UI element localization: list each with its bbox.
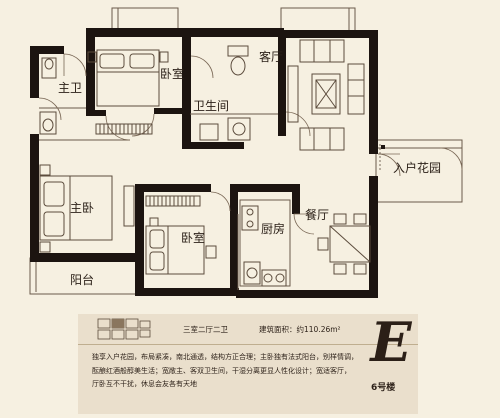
room-label-master-bedroom: 主卧 [70,201,94,215]
master-bath-fixtures-icon [39,57,57,135]
dining-table-icon [317,213,371,275]
description: 独享入户花园，布局紧凑，南北通透，结构方正合理；主卧独有法式阳台，别样情调， 酝… [92,351,362,392]
building-thumbnail-icon [97,318,151,340]
kitchen-fixtures-icon [241,205,287,287]
bathroom-fixtures-icon [199,45,251,141]
info-panel [78,314,418,414]
floor-area: 建筑面积：约110.26m² [259,325,341,334]
bed-top-icon [87,49,169,107]
wardrobe-bottom-icon [145,195,201,207]
living-room-furniture-icon [287,39,365,151]
room-label-bedroom-top: 卧室 [160,66,184,81]
building-number: 6号楼 [371,383,396,393]
walls [30,28,378,298]
room-label-dining-room: 餐厅 [305,207,329,222]
unit-type-letter: E [370,310,412,374]
info-panel-header-row [78,314,418,345]
layout-type: 三室二厅二卫 [183,325,228,334]
room-label-balcony: 阳台 [70,272,94,287]
door-swings [38,53,463,235]
master-bed-icon [39,164,135,253]
description-line: 厅卧互不干扰，休息会友各有天地 [92,380,197,388]
room-label-master-bath: 主卫 [58,81,82,95]
entry-marker [381,145,385,149]
description-line: 酝酿红酒般醇美生活；宽敞主、客双卫生间，干湿分离更显人性化设计；宽适客厅， [92,366,351,375]
room-label-living-room: 客厅 [259,49,283,64]
room-label-bathroom: 卫生间 [193,99,229,113]
room-label-bedroom-bottom: 卧室 [181,230,205,245]
room-label-kitchen: 厨房 [261,221,285,236]
wardrobe-top-icon [95,123,153,135]
room-label-entry-garden: 入户花园 [393,160,441,175]
bed-bottom-icon [145,217,217,275]
description-line: 独享入户花园，布局紧凑，南北通透，结构方正合理；主卧独有法式阳台，别样情调， [92,353,358,361]
